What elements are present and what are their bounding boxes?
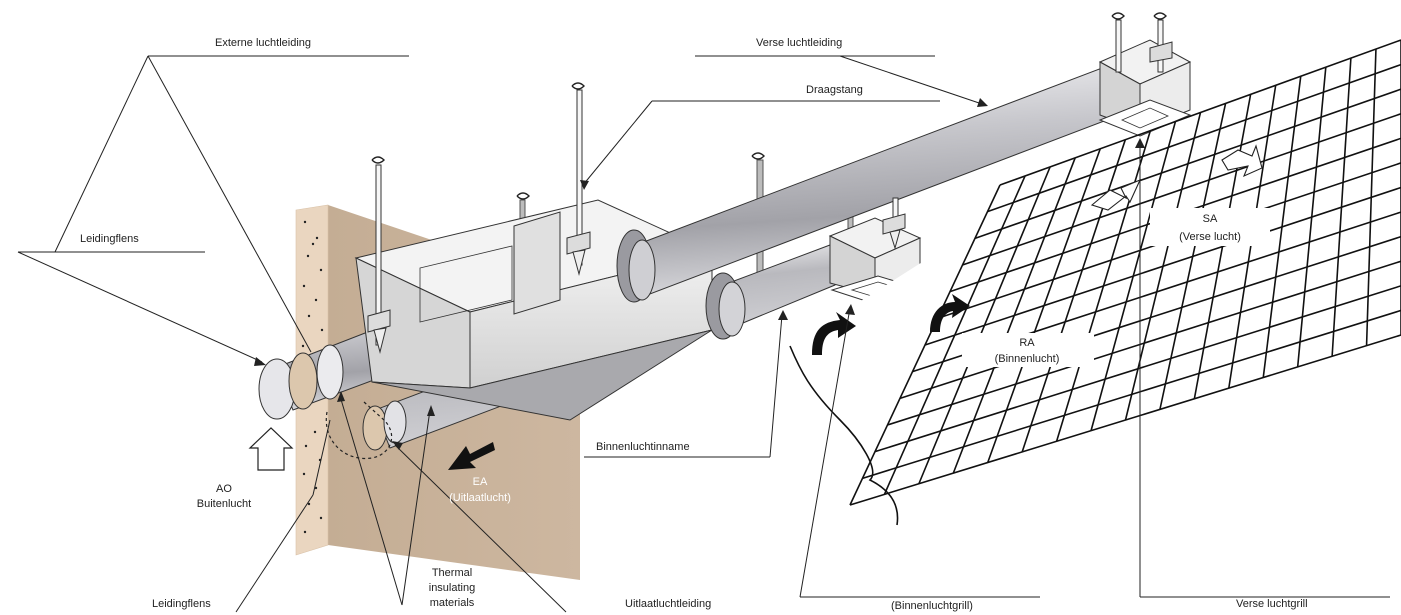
grid-line-v: [974, 88, 1401, 240]
label-thermal-2: insulating: [429, 582, 475, 594]
label-sa-sub: (Verse lucht): [1179, 231, 1241, 243]
fresh-air-grill-box: [1098, 39, 1192, 137]
flow-arrows: [248, 144, 1263, 471]
return-air-duct: [705, 244, 836, 340]
grid-line-v: [999, 39, 1401, 186]
rod-hook-squiggles: [371, 12, 1167, 200]
label-ra: RA: [1019, 337, 1035, 349]
leader-lines: [17, 55, 1390, 613]
label-externe-luchtleiding: Externe luchtleiding: [215, 37, 311, 49]
wall-texture-dots: [301, 220, 324, 534]
labels: Externe luchtleiding Verse luchtleiding …: [80, 37, 1308, 612]
label-leidingflens-top: Leidingflens: [80, 233, 139, 245]
exhaust-air-arrow: [448, 442, 495, 470]
label-verse-luchtgrill: Verse luchtgrill: [1236, 598, 1308, 610]
return-air-arrow-1: [812, 312, 856, 355]
label-ao-sub: Buitenlucht: [197, 498, 251, 510]
grid-line-v: [962, 112, 1401, 266]
label-binnenluchtinname: Binnenluchtinname: [596, 441, 690, 453]
fresh-air-duct: [616, 67, 1113, 303]
sa-label-bg: [1150, 208, 1270, 246]
label-binnenluchtgrill: (Binnenluchtgrill): [891, 600, 973, 612]
label-verse-luchtleiding: Verse luchtleiding: [756, 37, 842, 49]
grid-line-v: [924, 186, 1401, 346]
ra-label-bg: [962, 333, 1094, 367]
label-leidingflens-bottom: Leidingflens: [152, 598, 211, 610]
grid-line-v: [862, 309, 1401, 480]
grid-line-v: [987, 63, 1401, 213]
grid-line-v: [887, 260, 1401, 426]
label-uitlaatluchtleiding: Uitlaatluchtleiding: [625, 598, 711, 610]
grid-line-v: [849, 334, 1401, 506]
hanging-rods-front: [367, 19, 1173, 354]
label-thermal-1: Thermal: [432, 567, 472, 579]
label-ra-sub: (Binnenlucht): [995, 353, 1060, 365]
outdoor-air-arrow: [248, 427, 294, 471]
label-draagstang: Draagstang: [806, 84, 863, 96]
label-ao: AO: [216, 483, 232, 495]
label-thermal-3: materials: [430, 597, 475, 609]
label-ea: EA: [473, 476, 488, 488]
label-sa: SA: [1203, 213, 1218, 225]
grid-line-v: [899, 235, 1401, 400]
supply-air-arrow-2: [1221, 144, 1263, 178]
label-ea-sub: (Uitlaatlucht): [449, 492, 511, 504]
return-air-arrow-2: [930, 294, 970, 332]
grid-line-v: [874, 285, 1401, 453]
